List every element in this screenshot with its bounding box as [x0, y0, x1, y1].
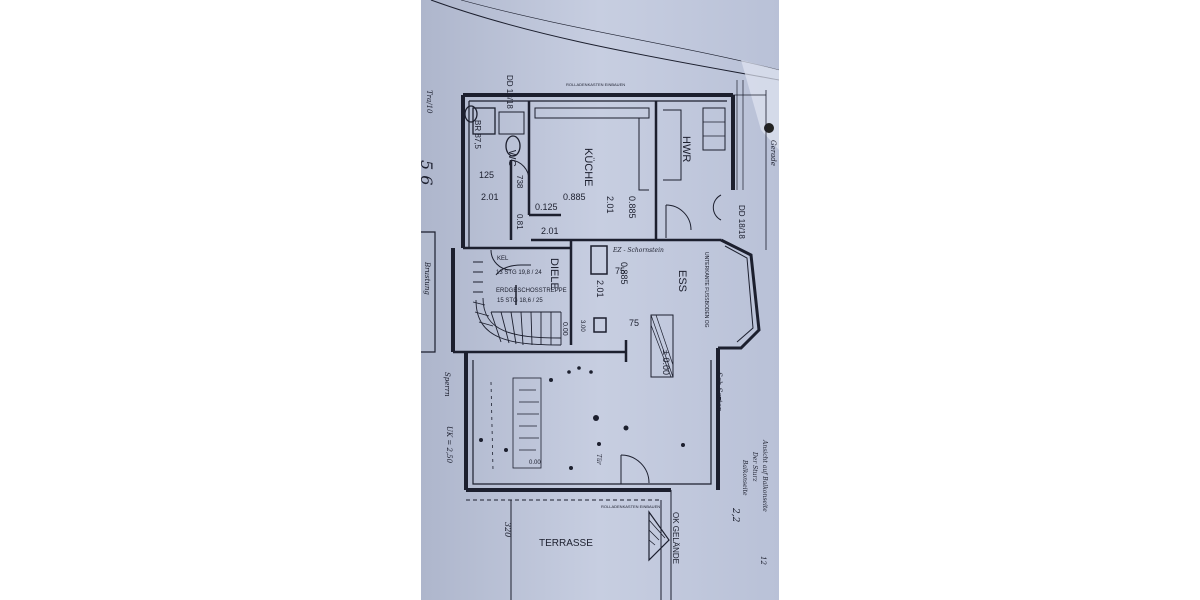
- duct: [593, 317, 607, 333]
- dim-125: 125: [479, 170, 494, 180]
- floor-plan-drawing: WC KÜCHE HWR DIELE ESS TERRASSE OK GELÄN…: [421, 0, 779, 600]
- dim-201-kueche: 2.01: [605, 196, 615, 214]
- adjacent-strip: [421, 232, 435, 352]
- dim-0885-kueche-2: 0.885: [627, 196, 637, 219]
- note-right-1: Gerade: [769, 140, 777, 166]
- wc-sink: [498, 111, 525, 135]
- note-right-r5: 12: [759, 556, 767, 565]
- dim-201-ess: 2.01: [595, 280, 605, 298]
- label-dd-right: DD 18/18: [737, 205, 746, 239]
- paper-sheet: [421, 0, 779, 600]
- room-label-ess: ESS: [676, 270, 688, 292]
- note-left-5: UK = 2,50: [445, 426, 453, 464]
- dim-201-wc: 2.01: [481, 192, 499, 202]
- label-rollladen-bottom: ROLLADENKASTEN EINBAUEN: [601, 504, 660, 509]
- dim-738: 738: [515, 175, 524, 189]
- room-label-terrasse: TERRASSE: [539, 538, 593, 549]
- room-label-diele: DIELE: [548, 258, 560, 290]
- floor-plan-photo: WC KÜCHE HWR DIELE ESS TERRASSE OK GELÄN…: [421, 0, 779, 600]
- dim-75-a: 75: [615, 266, 625, 276]
- pillar: [650, 314, 674, 378]
- label-treppe: ERDGESCHOSSTREPPE: [496, 288, 567, 294]
- kitchen-counter: [534, 107, 650, 119]
- dim-000-stairs: 0.00: [561, 322, 568, 336]
- terrace-outline: [466, 490, 672, 600]
- label-ok-gelaende: OK GELÄNDE: [671, 512, 680, 564]
- dim-000-table: 0.00: [529, 460, 541, 466]
- note-left-4: Sperrn: [443, 372, 451, 397]
- dim-75-b: 75: [629, 318, 639, 328]
- label-rollladen-top: ROLLADENKASTEN EINBAUEN: [566, 82, 625, 87]
- label-stg13: 13 STG 19,8 / 24: [496, 270, 542, 276]
- outer-walls: [451, 93, 735, 492]
- note-320: 320: [503, 522, 512, 537]
- label-stg15: 15 STG 18,6 / 25: [497, 298, 543, 304]
- dining-sketch: [490, 377, 542, 471]
- site-boundary-curve: [430, 0, 779, 81]
- note-right-r4: 2,2: [730, 507, 740, 523]
- outer-wall-inner-lines: [468, 100, 727, 485]
- door-swings: [490, 159, 722, 484]
- note-left-3: Brustung: [423, 261, 431, 295]
- room-label-hwr: HWR: [680, 136, 692, 162]
- ground-marker: [648, 510, 670, 562]
- note-right-r2: Der Sturz: [751, 451, 758, 482]
- dim-0885-ess: 0.885: [619, 262, 629, 285]
- chimney: [590, 245, 608, 275]
- note-right-r1: Ansicht auf Balkonseite: [761, 439, 768, 512]
- dim-300: 3.00: [579, 320, 585, 332]
- label-br: BR 87,5: [473, 120, 482, 149]
- dim-201-diele: 2.01: [541, 226, 559, 236]
- label-unterkante: UNTERKANTE FUSSBODEN OG: [703, 252, 709, 328]
- note-left-1: Tra/10: [425, 90, 433, 114]
- label-ez: EZ - Schornstein: [612, 247, 664, 254]
- note-bottom-tuer: Tür: [595, 454, 602, 466]
- stairs: [472, 261, 562, 346]
- note-right-r3: Balkonseite: [741, 459, 748, 496]
- stair-arrow: [495, 264, 531, 276]
- site-boundary-curve-2: [460, 0, 779, 71]
- inner-walls: [453, 101, 721, 362]
- note-right-2: Sch Sorten: [715, 372, 723, 412]
- note-left-2: 5 6: [421, 160, 436, 185]
- room-label-wc: WC: [506, 150, 517, 167]
- dim-081: 0.81: [515, 214, 524, 230]
- dim-0125: 0.125: [535, 202, 558, 212]
- bay-window: [718, 238, 761, 350]
- ink-marks: [479, 366, 721, 470]
- room-label-kueche: KÜCHE: [582, 148, 594, 187]
- dim-0885-kueche: 0.885: [563, 192, 586, 202]
- label-dd-top: DD 18/18: [505, 75, 514, 109]
- right-dimension-line: [733, 90, 767, 250]
- label-kel: KEL: [497, 256, 509, 262]
- hwr-appliances: [702, 107, 726, 151]
- wc-basin: [505, 135, 521, 157]
- dim-000-ess: ± 0.00: [661, 350, 671, 375]
- binder-hole: [764, 123, 774, 133]
